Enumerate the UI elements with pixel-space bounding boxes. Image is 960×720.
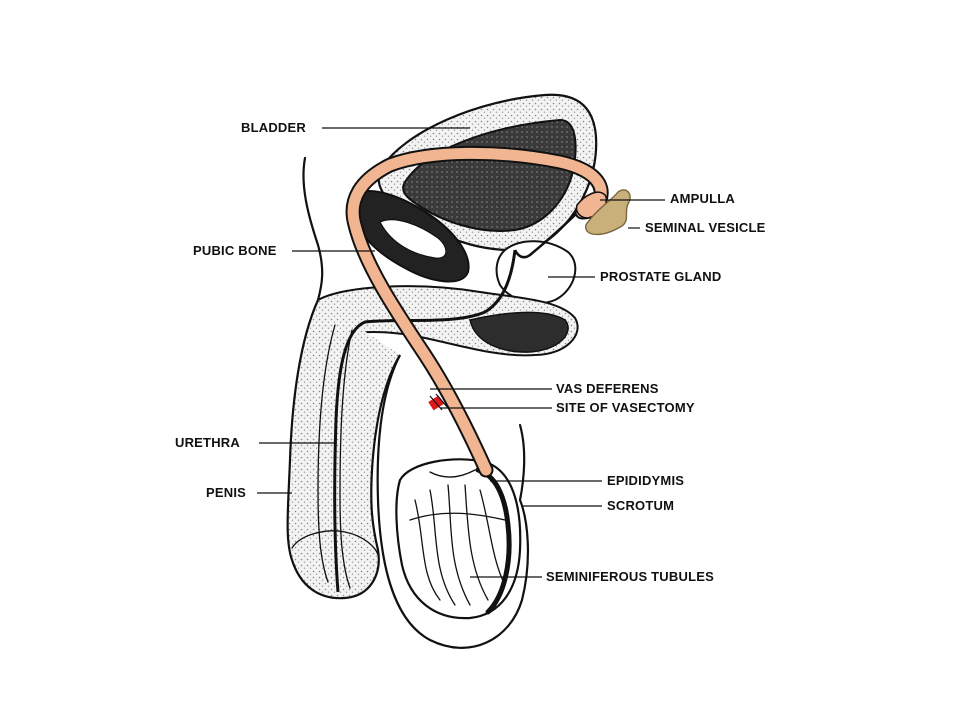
bladder <box>377 93 598 251</box>
label-bladder: BLADDER <box>241 120 306 135</box>
pubic-bone <box>350 190 470 283</box>
ejaculatory-duct <box>513 209 581 259</box>
penis <box>286 299 401 600</box>
label-scrotum: SCROTUM <box>607 498 675 513</box>
label-ampulla: AMPULLA <box>670 191 735 206</box>
body-contour-left <box>302 156 324 302</box>
urethra <box>333 249 517 593</box>
label-urethra: URETHRA <box>175 435 240 450</box>
label-vas-deferens: VAS DEFERENS <box>556 381 659 396</box>
label-prostate-gland: PROSTATE GLAND <box>600 269 722 284</box>
body-contour-right <box>518 423 526 502</box>
label-seminal-vesicle: SEMINAL VESICLE <box>645 220 766 235</box>
bulb-dark <box>469 311 569 353</box>
prostate-gland <box>495 240 577 305</box>
vas-deferens-fill <box>347 147 607 476</box>
seminal-vesicle <box>584 189 631 236</box>
label-pubic-bone: PUBIC BONE <box>193 243 277 258</box>
label-penis: PENIS <box>206 485 247 500</box>
label-epididymis: EPIDIDYMIS <box>607 473 685 488</box>
vasectomy-tick-2 <box>435 393 449 409</box>
label-seminiferous-tubules: SEMINIFEROUS TUBULES <box>546 569 714 584</box>
label-site-of-vasectomy: SITE OF VASECTOMY <box>556 400 695 415</box>
epididymis <box>475 467 512 615</box>
scrotum <box>376 354 529 649</box>
